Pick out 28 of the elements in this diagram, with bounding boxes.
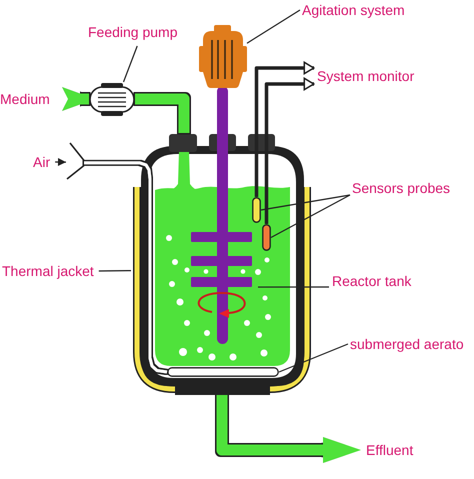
motor xyxy=(198,24,247,88)
part-label: submerged aerato xyxy=(350,334,464,354)
flow-label: Effluent xyxy=(366,440,414,460)
leader-line xyxy=(270,194,350,238)
part-label: Feeding pump xyxy=(88,22,178,42)
leader-line xyxy=(258,286,329,288)
signal-wire-arrow xyxy=(264,78,314,224)
feed-pipe xyxy=(135,94,190,133)
signal-wire-arrow xyxy=(254,62,314,197)
part-label: Sensors probes xyxy=(352,178,450,198)
flow-label: Air xyxy=(33,152,50,172)
flow-label: Medium xyxy=(0,89,50,109)
pump xyxy=(89,82,135,116)
leader-line xyxy=(278,343,348,373)
leader-line xyxy=(98,270,131,272)
aerator-tube xyxy=(168,368,278,376)
outlet-pipe-arrow xyxy=(216,395,361,463)
part-label: System monitor xyxy=(317,66,414,86)
part-label: Thermal jacket xyxy=(2,261,94,281)
leader-line xyxy=(246,10,300,44)
part-label: Reactor tank xyxy=(332,271,412,291)
arrow xyxy=(55,158,66,166)
sensor-probe xyxy=(252,198,260,222)
leader-line xyxy=(122,46,138,82)
part-label: Agitation system xyxy=(302,0,405,20)
leader-line xyxy=(260,194,350,211)
sensor-probe xyxy=(262,224,270,250)
air-inlet-funnel xyxy=(66,142,84,180)
